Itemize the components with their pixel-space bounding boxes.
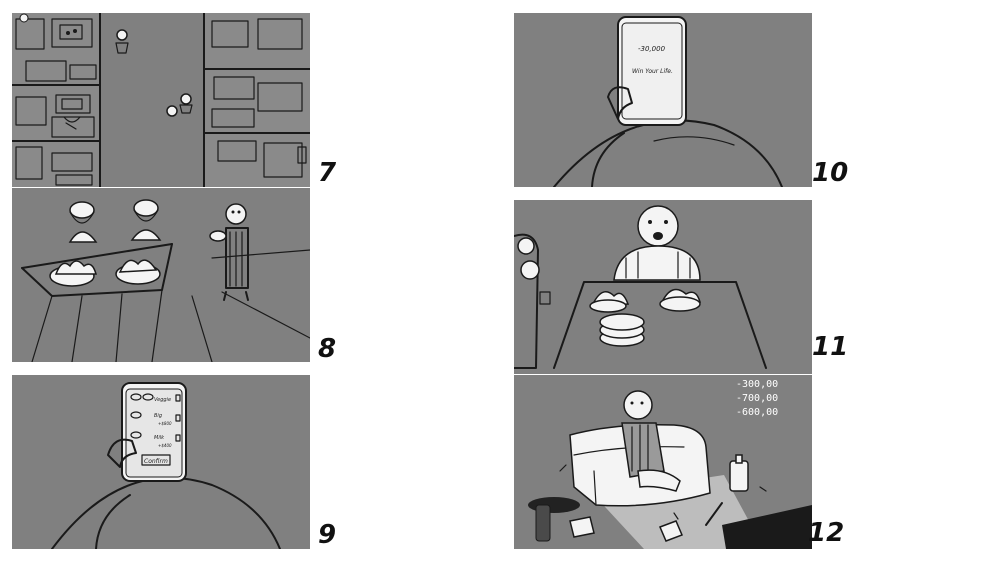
panel-9: Veggie Big +$800 Milk +$400 Confirm	[12, 375, 310, 549]
panel-7-drawing	[12, 13, 310, 187]
phone-option-2[interactable]: Big	[154, 413, 162, 419]
panel-7: 7	[12, 13, 310, 187]
confirm-button[interactable]: Confirm	[144, 458, 168, 465]
phone-option-2-price: +$800	[158, 421, 172, 426]
panel-8	[12, 188, 310, 362]
panel-9-drawing: Veggie Big +$800 Milk +$400 Confirm	[51, 382, 281, 549]
panel-number-9: 9	[318, 520, 337, 550]
panel-10: -30,000 Win Your Life.	[514, 13, 812, 187]
phone-balance: -30,000	[638, 45, 666, 53]
money-readout-1: -300,00	[736, 379, 778, 390]
panel-8-drawing	[21, 199, 310, 362]
panel-number-8: 8	[318, 334, 337, 364]
phone-message: Win Your Life.	[632, 68, 673, 75]
panel-11-drawing	[514, 205, 767, 369]
panel-12-drawing: -300,00 -700,00 -600,00	[528, 379, 812, 549]
phone-option-3-price: +$400	[158, 443, 172, 448]
panel-10-drawing: -30,000 Win Your Life.	[553, 16, 783, 187]
money-readout-3: -600,00	[736, 407, 778, 418]
panel-number-11: 11	[812, 332, 849, 362]
money-readout-2: -700,00	[736, 393, 778, 404]
panel-number-10: 10	[812, 158, 849, 188]
phone-option-1[interactable]: Veggie	[154, 397, 171, 403]
panel-number-7: 7	[318, 158, 337, 188]
phone-option-3[interactable]: Milk	[154, 435, 165, 441]
panel-number-12: 12	[808, 518, 845, 548]
panel-11	[514, 200, 812, 374]
panel-12: -300,00 -700,00 -600,00	[514, 375, 812, 549]
